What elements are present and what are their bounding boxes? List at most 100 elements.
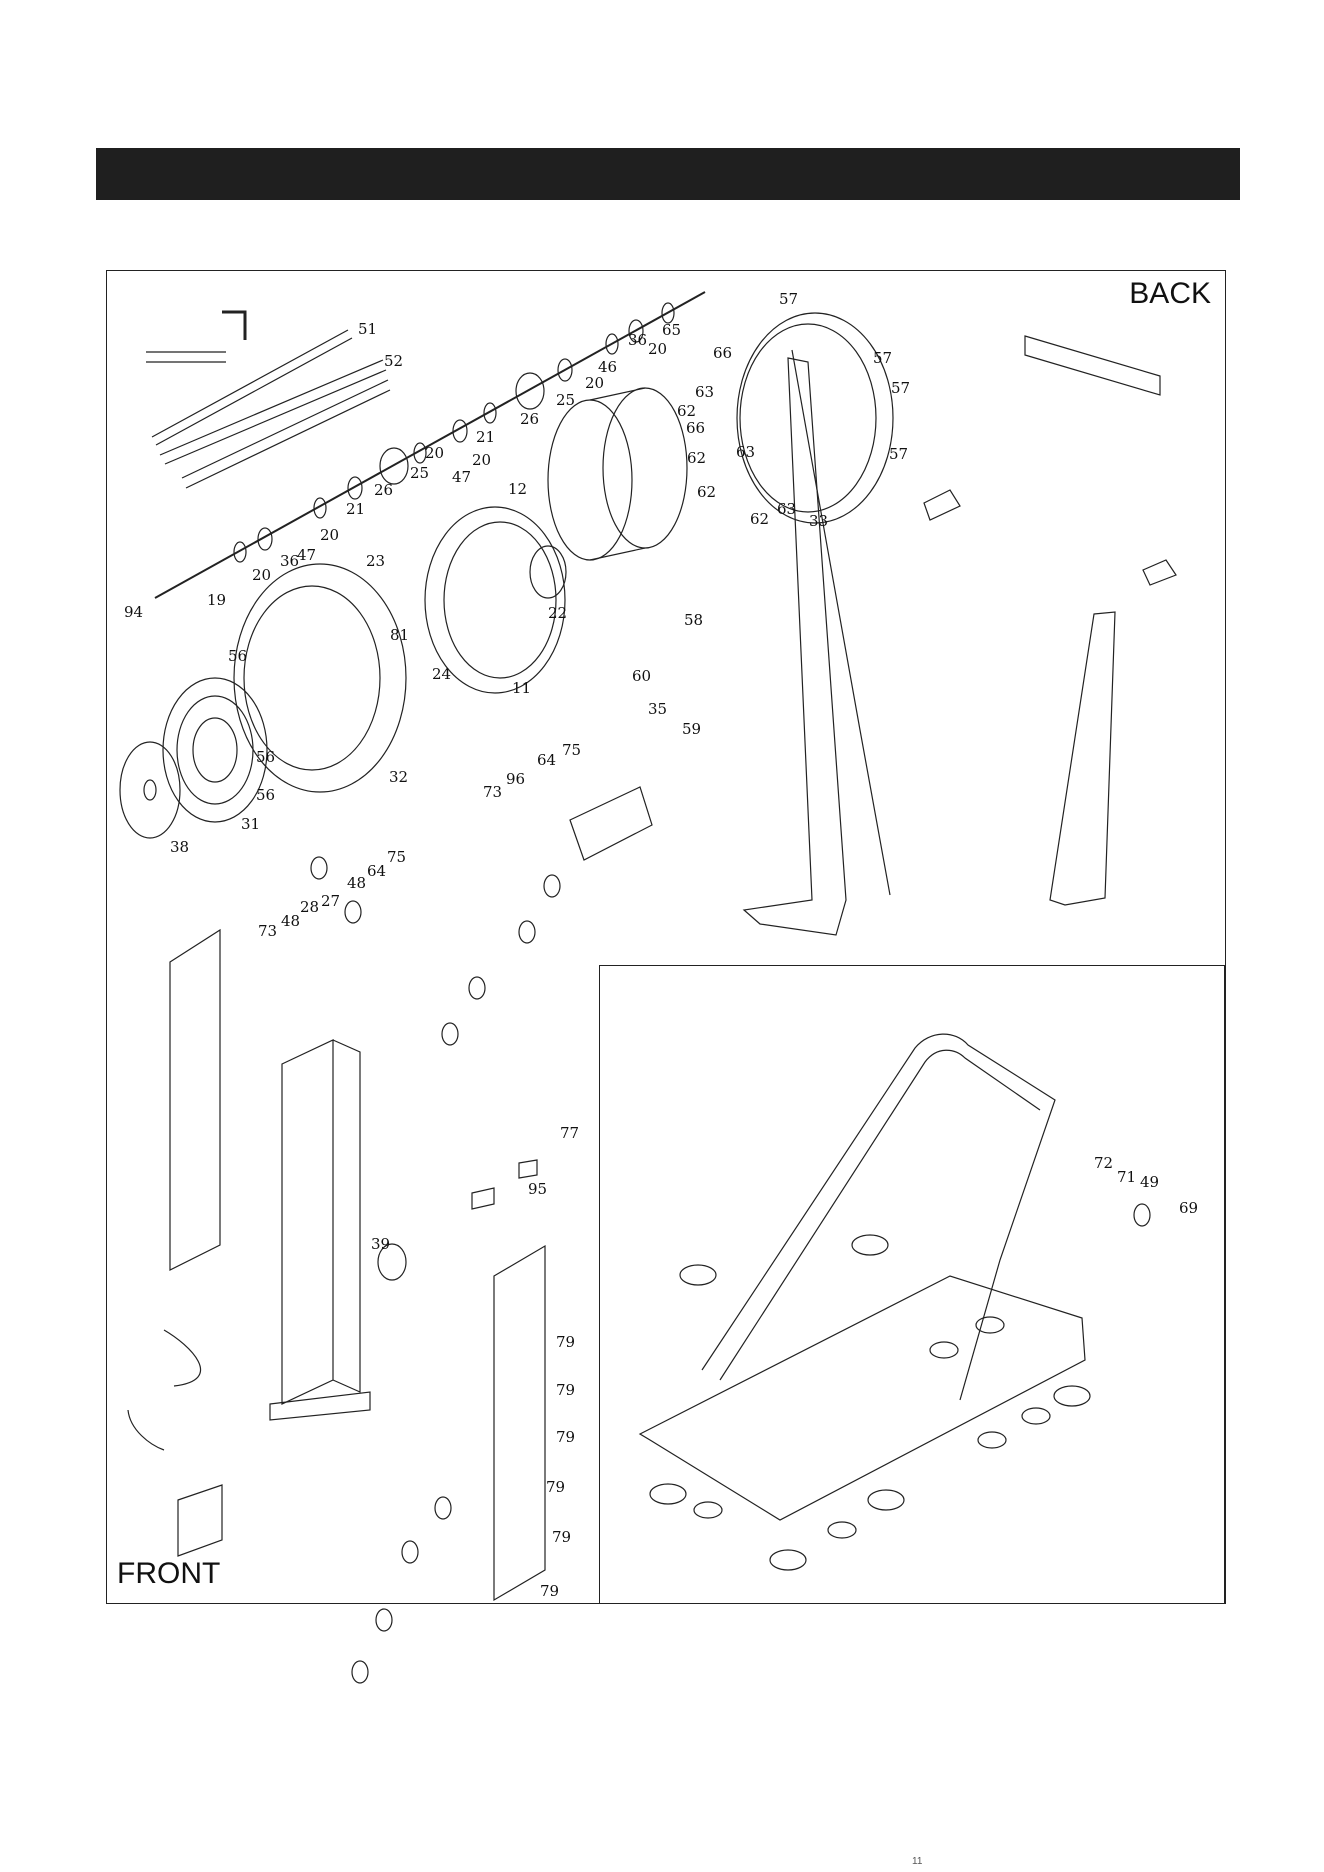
part-number-label: 62	[697, 483, 716, 501]
rear-stand-right	[1050, 612, 1115, 905]
part-number-label: 60	[632, 667, 651, 685]
part-number-label: 69	[1179, 1199, 1198, 1217]
part-number-label: 39	[371, 1235, 390, 1253]
part-number-label: 57	[891, 379, 910, 397]
left-side-panel	[170, 930, 220, 1270]
part-number-label: 79	[546, 1478, 565, 1496]
o-ring-22	[530, 546, 566, 598]
part-number-label: 66	[713, 344, 732, 362]
brake-pad-left	[924, 490, 960, 520]
part-number-label: 20	[648, 340, 667, 358]
line-art	[120, 292, 1176, 1683]
part-number-label: 81	[390, 626, 409, 644]
ring-12	[548, 388, 687, 560]
part-number-label: 56	[256, 786, 275, 804]
part-number-label: 20	[252, 566, 271, 584]
part-number-label: 12	[508, 480, 527, 498]
wrench-tool	[146, 352, 226, 362]
part-number-label: 20	[472, 451, 491, 469]
part-number-label: 32	[389, 768, 408, 786]
center-tower	[270, 1040, 370, 1420]
part-number-label: 79	[552, 1528, 571, 1546]
part-number-label: 52	[384, 352, 403, 370]
part-number-label: 63	[777, 500, 796, 518]
part-number-label: 75	[562, 741, 581, 759]
part-number-label: 72	[1094, 1154, 1113, 1172]
rear-stand-left	[744, 350, 890, 935]
part-number-label: 49	[1140, 1173, 1159, 1191]
leveling-feet	[650, 1235, 1090, 1570]
part-number-label: 21	[346, 500, 365, 518]
part-number-label: 57	[889, 445, 908, 463]
part-number-label: 20	[425, 444, 444, 462]
part-number-label: 36	[628, 331, 647, 349]
part-number-label: 73	[483, 783, 502, 801]
part-number-label: 79	[556, 1428, 575, 1446]
part-number-label: 73	[258, 922, 277, 940]
part-number-label: 19	[207, 591, 226, 609]
part-number-label: 56	[228, 647, 247, 665]
part-number-label: 62	[687, 449, 706, 467]
part-number-label: 75	[387, 848, 406, 866]
cable	[164, 1330, 201, 1386]
part-number-label: 63	[736, 443, 755, 461]
part-number-label: 77	[560, 1124, 579, 1142]
part-number-label: 22	[548, 604, 567, 622]
part-number-label: 28	[300, 898, 319, 916]
part-number-label: 11	[512, 679, 531, 697]
part-number-label: 66	[686, 419, 705, 437]
part-number-label: 20	[320, 526, 339, 544]
front-frame-tube	[702, 1034, 1055, 1400]
page-number: 11	[912, 1856, 922, 1867]
part-number-label: 94	[124, 603, 143, 621]
part-number-label: 36	[280, 552, 299, 570]
part-number-label: 96	[506, 770, 525, 788]
right-side-panel	[494, 1246, 545, 1600]
part-number-label: 63	[695, 383, 714, 401]
part-number-label: 47	[297, 546, 316, 564]
part-number-label: 25	[410, 464, 429, 482]
part-number-label: 79	[540, 1582, 559, 1600]
part-number-label: 59	[682, 720, 701, 738]
part-number-label: 35	[648, 700, 667, 718]
part-number-label: 65	[662, 321, 681, 339]
sensor-77	[519, 1160, 537, 1178]
brake-pad-right	[1143, 560, 1176, 585]
cable-bent	[128, 1410, 164, 1450]
part-number-label: 48	[281, 912, 300, 930]
base-platform	[640, 1276, 1085, 1520]
part-number-label: 62	[750, 510, 769, 528]
part-number-label: 79	[556, 1333, 575, 1351]
part-number-label: 33	[809, 512, 828, 530]
part-number-label: 57	[873, 349, 892, 367]
mounting-plate	[570, 787, 652, 860]
part-number-label: 64	[367, 862, 386, 880]
part-number-label: 51	[358, 320, 377, 338]
part-number-label: 38	[170, 838, 189, 856]
part-number-label: 79	[556, 1381, 575, 1399]
part-number-label: 57	[779, 290, 798, 308]
part-number-label: 24	[432, 665, 451, 683]
part-number-label: 48	[347, 874, 366, 892]
part-number-label: 27	[321, 892, 340, 910]
part-number-label: 56	[256, 748, 275, 766]
switch-95	[472, 1188, 494, 1209]
tube-set	[152, 330, 390, 488]
allen-key-tool	[222, 312, 245, 340]
part-number-label: 31	[241, 815, 260, 833]
part-number-label: 21	[476, 428, 495, 446]
part-number-label: 64	[537, 751, 556, 769]
console-display	[178, 1485, 222, 1556]
part-number-label: 58	[684, 611, 703, 629]
wheel-49	[1134, 1204, 1150, 1226]
part-number-label: 26	[374, 481, 393, 499]
part-number-label: 47	[452, 468, 471, 486]
front-grill-31	[163, 678, 267, 822]
pulley-set	[311, 857, 560, 1683]
part-number-label: 26	[520, 410, 539, 428]
rear-housing-33	[737, 313, 893, 523]
part-number-label: 71	[1117, 1168, 1136, 1186]
part-number-label: 95	[528, 1180, 547, 1198]
